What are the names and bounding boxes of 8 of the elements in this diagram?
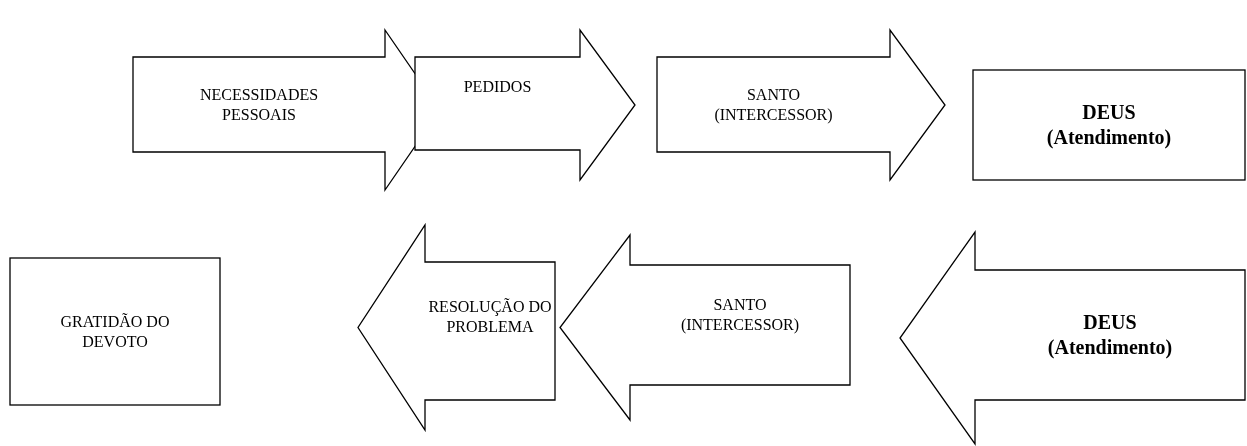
node-label: DEUS (Atendimento): [1045, 100, 1173, 150]
node-label: RESOLUÇÃO DO PROBLEMA: [427, 297, 553, 337]
node-label: SANTO (INTERCESSOR): [679, 295, 801, 335]
node-label: PEDIDOS: [463, 77, 532, 97]
node-label: DEUS (Atendimento): [1046, 310, 1174, 360]
node-label: NECESSIDADES PESSOAIS: [198, 84, 320, 125]
node-label: SANTO (INTERCESSOR): [713, 84, 834, 125]
node-label: GRATIDÃO DO DEVOTO: [59, 311, 171, 352]
